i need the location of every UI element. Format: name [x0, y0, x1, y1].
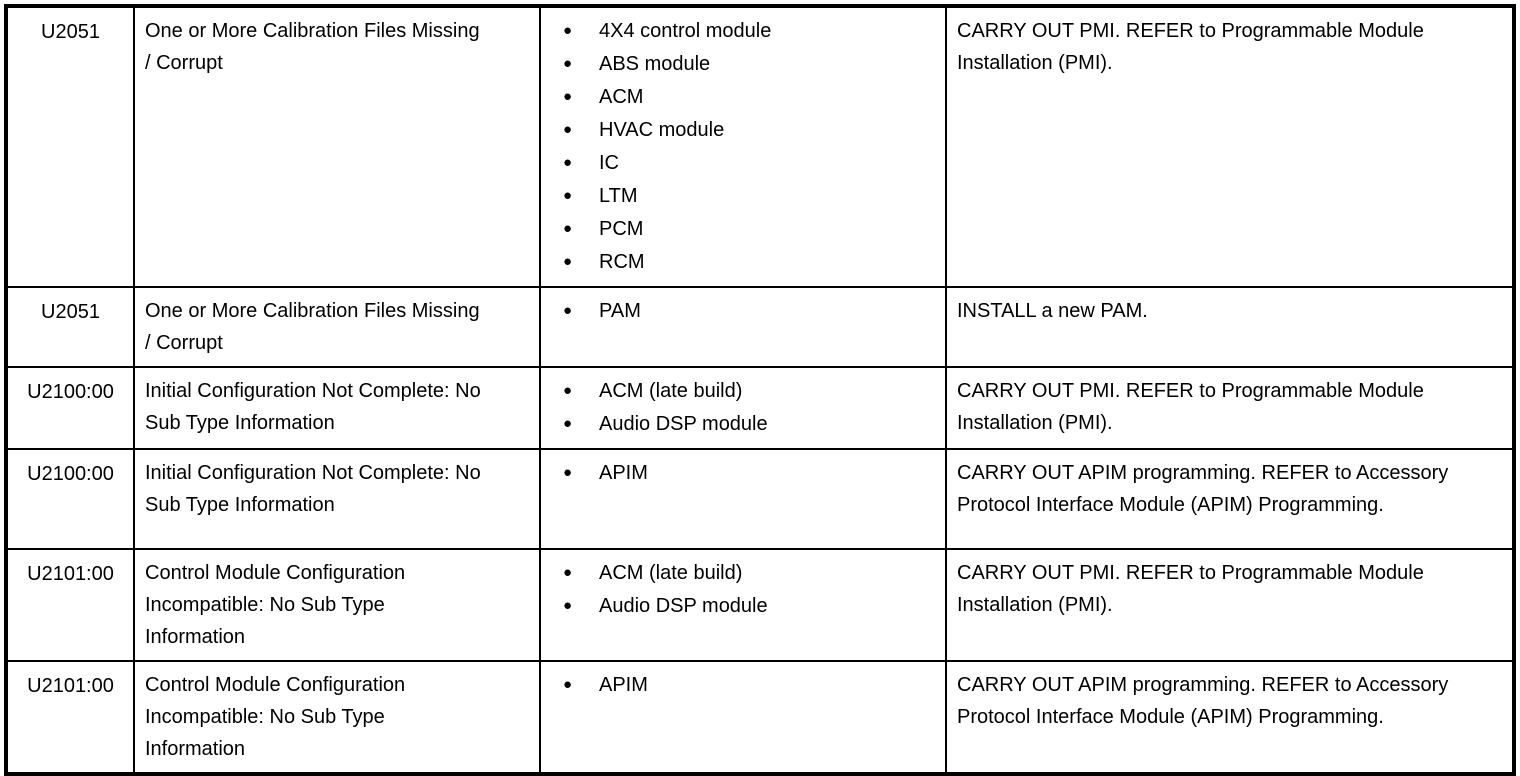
dtc-description-cell: Initial Configuration Not Complete: No S…	[133, 448, 541, 550]
module-list-item: ● Audio DSP module	[563, 590, 935, 622]
dtc-description-text: One or More Calibration Files Missing / …	[145, 300, 480, 354]
module-list-item: ● LTM	[563, 180, 935, 212]
module-list-item: ● ACM (late build)	[563, 557, 935, 589]
dtc-description-text: Initial Configuration Not Complete: No S…	[145, 380, 481, 434]
dtc-description-cell: One or More Calibration Files Missing / …	[133, 286, 541, 368]
bullet-icon: ●	[563, 121, 573, 138]
table-row: U2051 One or More Calibration Files Miss…	[5, 286, 1515, 368]
module-list-cell: ● PAM	[539, 286, 947, 368]
module-list-cell: ● ACM (late build) ● Audio DSP module	[539, 548, 947, 662]
action-cell: CARRY OUT APIM programming. REFER to Acc…	[945, 660, 1515, 775]
module-name: APIM	[599, 462, 648, 484]
dtc-description-text: Control Module Configuration Incompatibl…	[145, 562, 406, 648]
module-name: IC	[599, 152, 619, 174]
action-text: CARRY OUT PMI. REFER to Programmable Mod…	[957, 380, 1424, 434]
dtc-description-text: Initial Configuration Not Complete: No S…	[145, 462, 481, 516]
module-name: RCM	[599, 251, 645, 273]
dtc-code-cell: U2051	[5, 5, 135, 288]
bullet-icon: ●	[563, 253, 573, 270]
bullet-icon: ●	[563, 464, 573, 481]
dtc-description-cell: Control Module Configuration Incompatibl…	[133, 660, 541, 775]
bullet-icon: ●	[563, 187, 573, 204]
module-list: ● 4X4 control module ● ABS module ● ACM ● HVAC …	[551, 15, 935, 278]
module-list: ● PAM	[551, 295, 935, 327]
action-cell: CARRY OUT PMI. REFER to Programmable Mod…	[945, 366, 1515, 450]
bullet-icon: ●	[563, 154, 573, 171]
module-name: ACM (late build)	[599, 380, 743, 402]
dtc-table: U2051 One or More Calibration Files Miss…	[4, 4, 1516, 776]
module-name: Audio DSP module	[599, 595, 768, 617]
module-list-cell: ● APIM	[539, 448, 947, 550]
action-text: CARRY OUT APIM programming. REFER to Acc…	[957, 674, 1449, 728]
dtc-code-cell: U2101:00	[5, 548, 135, 662]
module-name: 4X4 control module	[599, 20, 772, 42]
module-name: ACM (late build)	[599, 562, 743, 584]
module-list: ● APIM	[551, 669, 935, 701]
module-name: LTM	[599, 185, 638, 207]
dtc-code-cell: U2051	[5, 286, 135, 368]
module-name: PAM	[599, 300, 641, 322]
dtc-code-cell: U2101:00	[5, 660, 135, 775]
bullet-icon: ●	[563, 597, 573, 614]
module-list-cell: ● APIM	[539, 660, 947, 775]
module-list-item: ● HVAC module	[563, 114, 935, 146]
action-cell: CARRY OUT PMI. REFER to Programmable Mod…	[945, 5, 1515, 288]
module-list-item: ● APIM	[563, 457, 935, 489]
dtc-description-cell: Control Module Configuration Incompatibl…	[133, 548, 541, 662]
module-list-item: ● PAM	[563, 295, 935, 327]
action-cell: INSTALL a new PAM.	[945, 286, 1515, 368]
dtc-description-text: Control Module Configuration Incompatibl…	[145, 674, 406, 760]
action-text: CARRY OUT PMI. REFER to Programmable Mod…	[957, 20, 1424, 74]
module-list-item: ● RCM	[563, 246, 935, 278]
dtc-code-cell: U2100:00	[5, 366, 135, 450]
module-list-cell: ● ACM (late build) ● Audio DSP module	[539, 366, 947, 450]
module-list-item: ● IC	[563, 147, 935, 179]
action-text: CARRY OUT APIM programming. REFER to Acc…	[957, 462, 1449, 516]
table-row: U2101:00 Control Module Configuration In…	[5, 548, 1515, 662]
module-list-item: ● 4X4 control module	[563, 15, 935, 47]
bullet-icon: ●	[563, 88, 573, 105]
table-row: U2100:00 Initial Configuration Not Compl…	[5, 366, 1515, 450]
module-list-item: ● ACM	[563, 81, 935, 113]
bullet-icon: ●	[563, 302, 573, 319]
bullet-icon: ●	[563, 220, 573, 237]
dtc-code-cell: U2100:00	[5, 448, 135, 550]
module-list-cell: ● 4X4 control module ● ABS module ● ACM ● HVAC …	[539, 5, 947, 288]
module-list-item: ● APIM	[563, 669, 935, 701]
module-list-item: ● PCM	[563, 213, 935, 245]
dtc-table-body: U2051 One or More Calibration Files Miss…	[5, 5, 1515, 775]
table-row: U2101:00 Control Module Configuration In…	[5, 660, 1515, 775]
bullet-icon: ●	[563, 22, 573, 39]
bullet-icon: ●	[563, 676, 573, 693]
module-list: ● APIM	[551, 457, 935, 489]
module-name: Audio DSP module	[599, 413, 768, 435]
module-name: HVAC module	[599, 119, 725, 141]
dtc-description-text: One or More Calibration Files Missing / …	[145, 20, 480, 74]
module-name: APIM	[599, 674, 648, 696]
module-list-item: ● Audio DSP module	[563, 408, 935, 440]
module-name: PCM	[599, 218, 644, 240]
dtc-description-cell: Initial Configuration Not Complete: No S…	[133, 366, 541, 450]
dtc-description-cell: One or More Calibration Files Missing / …	[133, 5, 541, 288]
bullet-icon: ●	[563, 382, 573, 399]
module-list: ● ACM (late build) ● Audio DSP module	[551, 557, 935, 622]
bullet-icon: ●	[563, 55, 573, 72]
module-list-item: ● ACM (late build)	[563, 375, 935, 407]
table-row: U2051 One or More Calibration Files Miss…	[5, 5, 1515, 288]
module-list-item: ● ABS module	[563, 48, 935, 80]
module-name: ABS module	[599, 53, 711, 75]
action-cell: CARRY OUT APIM programming. REFER to Acc…	[945, 448, 1515, 550]
action-cell: CARRY OUT PMI. REFER to Programmable Mod…	[945, 548, 1515, 662]
action-text: CARRY OUT PMI. REFER to Programmable Mod…	[957, 562, 1424, 616]
bullet-icon: ●	[563, 564, 573, 581]
module-list: ● ACM (late build) ● Audio DSP module	[551, 375, 935, 440]
bullet-icon: ●	[563, 415, 573, 432]
action-text: INSTALL a new PAM.	[957, 300, 1148, 322]
module-name: ACM	[599, 86, 644, 108]
table-row: U2100:00 Initial Configuration Not Compl…	[5, 448, 1515, 550]
